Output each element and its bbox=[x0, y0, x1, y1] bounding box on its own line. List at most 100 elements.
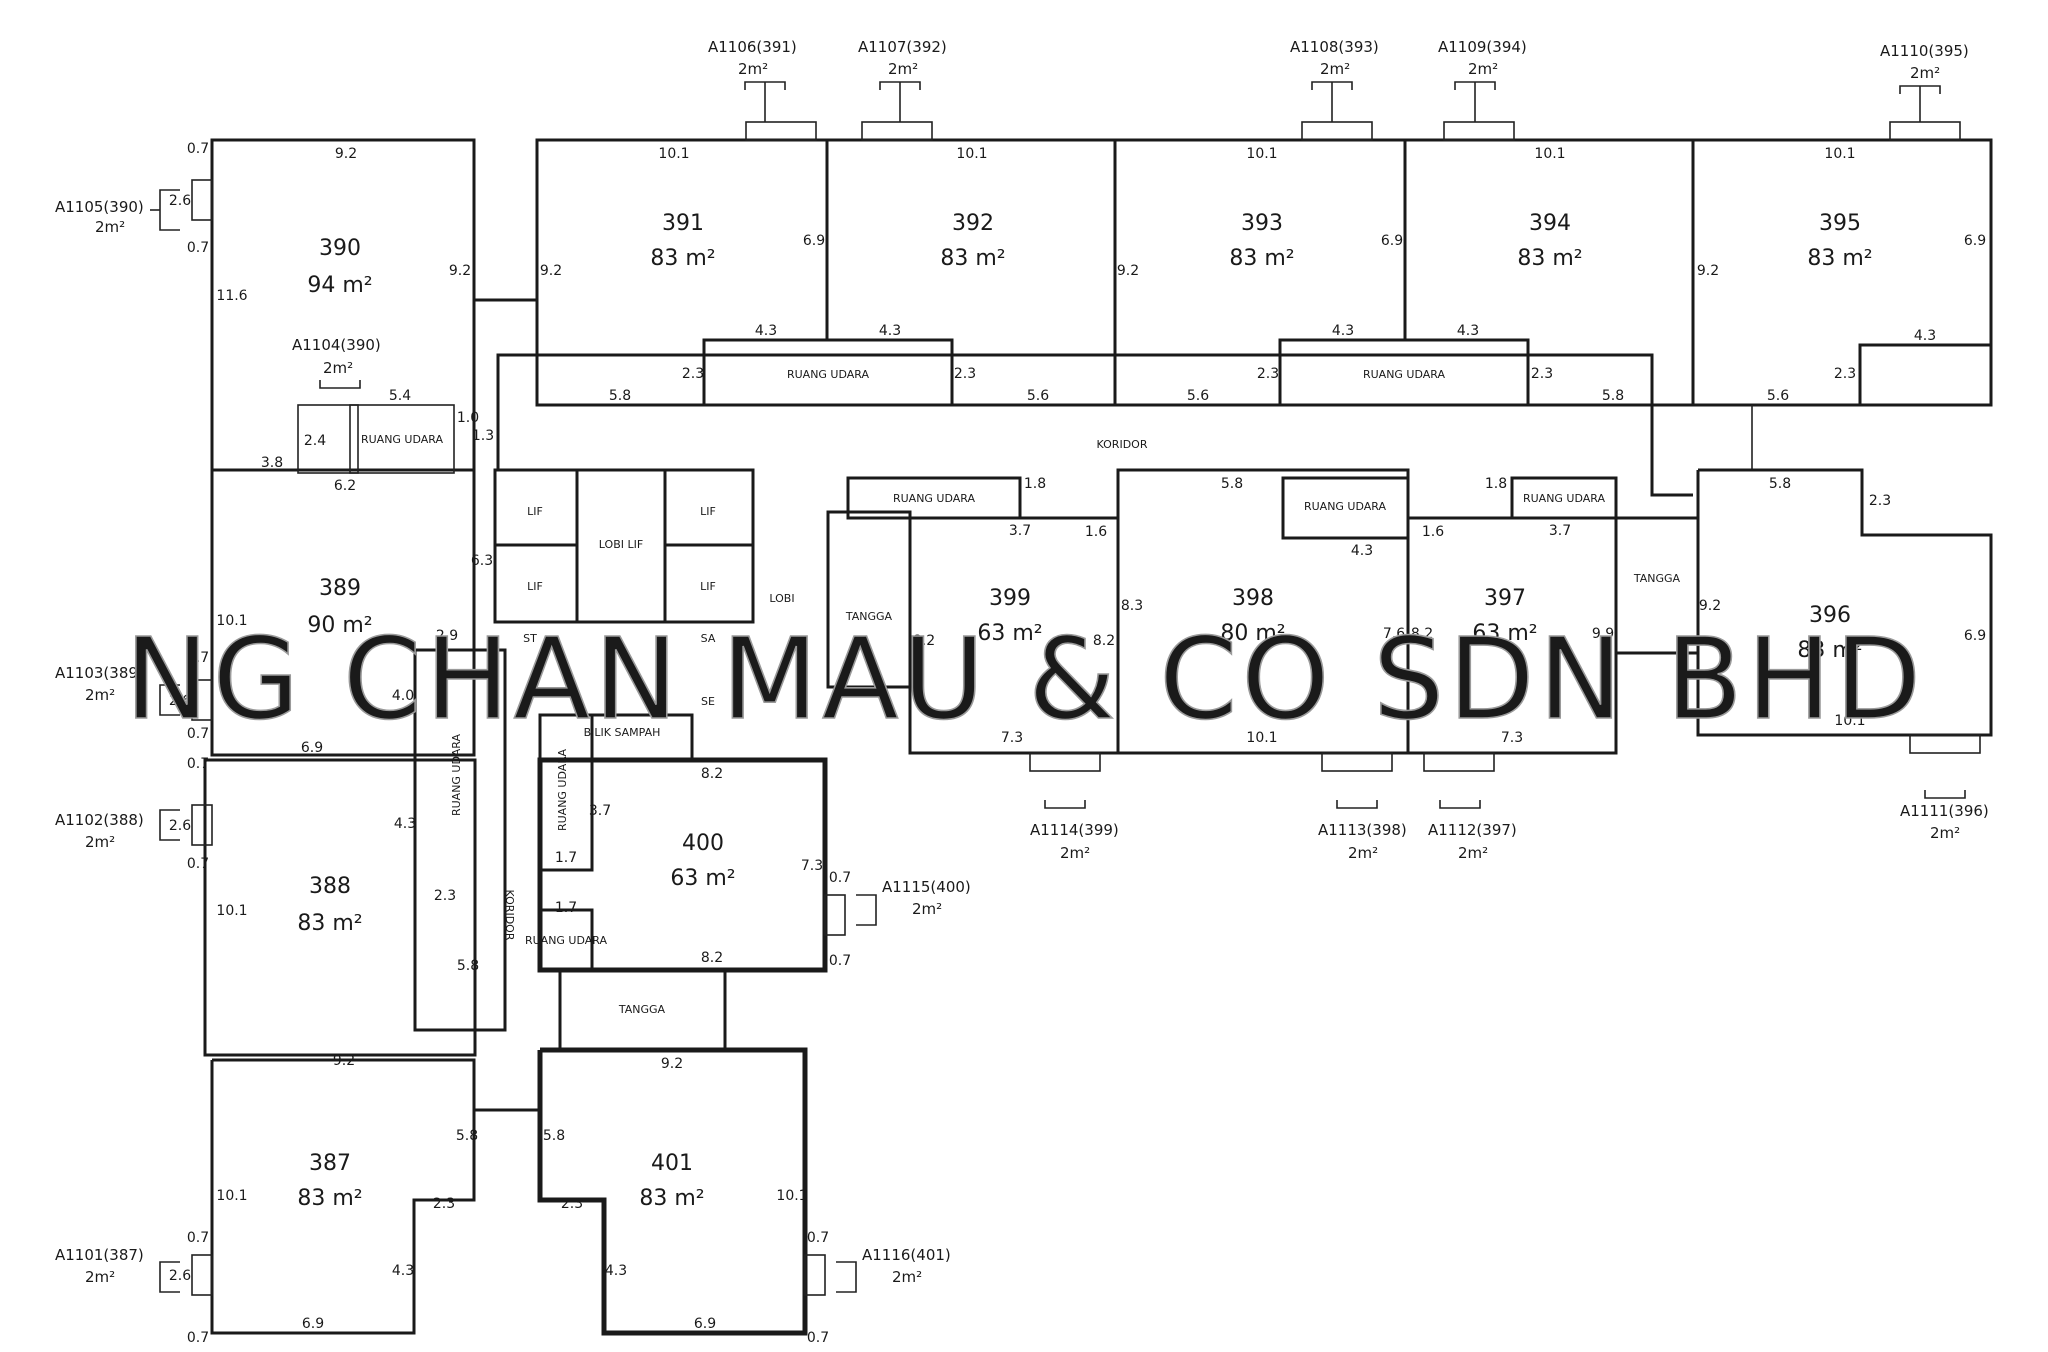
parcel-area: 2m² bbox=[323, 359, 353, 377]
dimension-label: 0.7 bbox=[187, 1330, 209, 1346]
room-labels: KORIDOR KORIDOR RUANG UDARA RUANG UDARA … bbox=[361, 368, 1681, 1016]
dimension-label: 6.9 bbox=[1964, 233, 1986, 249]
dimension-label: 6.9 bbox=[302, 1316, 324, 1332]
dimension-label: 0.7 bbox=[807, 1330, 829, 1346]
dimension-label: 10.1 bbox=[216, 613, 247, 629]
parcel-area: 2m² bbox=[1458, 844, 1488, 862]
unit-number: 387 bbox=[309, 1151, 351, 1176]
walls bbox=[203, 138, 1993, 1336]
ruang-udara-label: RUANG UDARA bbox=[1363, 368, 1446, 381]
unit-number: 397 bbox=[1484, 586, 1526, 611]
dimension-label: 10.1 bbox=[1834, 713, 1865, 729]
dimension-label: 5.8 bbox=[609, 388, 631, 404]
dimension-label: 2.3 bbox=[682, 366, 704, 382]
dimension-label: 2.4 bbox=[304, 433, 326, 449]
dimension-label: 4.3 bbox=[879, 323, 901, 339]
unit-area: 94 m² bbox=[307, 273, 372, 298]
parcel-area: 2m² bbox=[892, 1268, 922, 1286]
dimension-label: 10.1 bbox=[1246, 146, 1277, 162]
lif-label: LIF bbox=[700, 505, 716, 518]
unit-area: 83 m² bbox=[1517, 246, 1582, 271]
dimension-label: 1.8 bbox=[1024, 476, 1046, 492]
unit-number: 391 bbox=[662, 211, 704, 236]
ruang-udara-label: RUANG UDARA bbox=[450, 734, 463, 817]
unit-396-outline bbox=[1696, 468, 1993, 737]
dimension-label: 5.8 bbox=[1602, 388, 1624, 404]
unit-area: 63 m² bbox=[1472, 621, 1537, 646]
unit-390-outline bbox=[210, 138, 476, 472]
lif-label: LIF bbox=[527, 580, 543, 593]
dimension-label: 10.1 bbox=[956, 146, 987, 162]
parcel-area: 2m² bbox=[1910, 64, 1940, 82]
unit-number: 396 bbox=[1809, 603, 1851, 628]
dimension-label: 6.2 bbox=[334, 478, 356, 494]
dimension-label: 0.7 bbox=[187, 856, 209, 872]
parcel-area: 2m² bbox=[912, 900, 942, 918]
dimension-label: 4.3 bbox=[1457, 323, 1479, 339]
unit-389-outline bbox=[210, 468, 476, 757]
unit-387-outline bbox=[210, 1058, 476, 1335]
unit-area: 83 m² bbox=[650, 246, 715, 271]
unit-area: 83 m² bbox=[297, 911, 362, 936]
dimension-label: 2.3 bbox=[434, 888, 456, 904]
parcel-ref: A1113(398) bbox=[1318, 821, 1407, 839]
unit-area: 83 m² bbox=[940, 246, 1005, 271]
dimension-label: 5.6 bbox=[1027, 388, 1049, 404]
lif-label: LIF bbox=[700, 580, 716, 593]
parcel-area: 2m² bbox=[1348, 844, 1378, 862]
parcel-ref: A1101(387) bbox=[55, 1246, 144, 1264]
unit-number: 401 bbox=[651, 1151, 693, 1176]
parcel-ref: A1111(396) bbox=[1900, 802, 1989, 820]
dimension-label: 5.8 bbox=[457, 958, 479, 974]
dimension-label: 9.2 bbox=[1117, 263, 1139, 279]
unit-number: 399 bbox=[989, 586, 1031, 611]
dimension-label: 7.3 bbox=[1501, 730, 1523, 746]
dimension-label: 9.2 bbox=[449, 263, 471, 279]
parcel-ref: A1112(397) bbox=[1428, 821, 1517, 839]
parcel-area: 2m² bbox=[888, 60, 918, 78]
dimension-label: 2.3 bbox=[561, 1196, 583, 1212]
dimension-label: 1.7 bbox=[555, 900, 577, 916]
dimension-label: 4.3 bbox=[392, 1263, 414, 1279]
dimension-label: 5.8 bbox=[1221, 476, 1243, 492]
dimension-label: 0.7 bbox=[829, 953, 851, 969]
lobi-label: LOBI bbox=[769, 592, 794, 605]
dimension-label: 3.7 bbox=[1549, 523, 1571, 539]
dimension-label: 5.4 bbox=[389, 388, 411, 404]
unit-number: 400 bbox=[682, 831, 724, 856]
parcel-ref: A1115(400) bbox=[882, 878, 971, 896]
dimension-label: 9.2 bbox=[540, 263, 562, 279]
dimension-label: 8.2 bbox=[913, 633, 935, 649]
top-block-outline bbox=[535, 138, 1993, 407]
dimension-label: 2.3 bbox=[954, 366, 976, 382]
st-label: ST bbox=[523, 632, 537, 645]
parcel-area: 2m² bbox=[85, 833, 115, 851]
dimension-label: 0.7 bbox=[829, 870, 851, 886]
dimension-label: 8.2 bbox=[701, 766, 723, 782]
dimension-label: 4.3 bbox=[394, 816, 416, 832]
dimension-label: 9.2 bbox=[1697, 263, 1719, 279]
dimension-label: 10.1 bbox=[1246, 730, 1277, 746]
parcel-ref: A1110(395) bbox=[1880, 42, 1969, 60]
dimension-label: 10.1 bbox=[216, 1188, 247, 1204]
parcel-ref: A1105(390) bbox=[55, 198, 144, 216]
parcel-area: 2m² bbox=[738, 60, 768, 78]
dimension-label: 2.9 bbox=[436, 628, 458, 644]
dimension-label: 10.1 bbox=[776, 1188, 807, 1204]
dimension-label: 9.2 bbox=[661, 1056, 683, 1072]
dimension-label: 5.8 bbox=[543, 1128, 565, 1144]
bilik-sampah-label: BILIK SAMPAH bbox=[584, 726, 661, 739]
dimension-label: 4.3 bbox=[1332, 323, 1354, 339]
dimension-label: 1.0 bbox=[457, 410, 479, 426]
dimension-label: 0.7 bbox=[187, 756, 209, 772]
dimension-label: 0.7 bbox=[807, 1230, 829, 1246]
dimension-label: 6.9 bbox=[694, 1316, 716, 1332]
dimension-label: 1.8 bbox=[1485, 476, 1507, 492]
unit-area: 90 m² bbox=[307, 613, 372, 638]
unit-388-outline bbox=[203, 758, 477, 1057]
parcel-area: 2m² bbox=[1320, 60, 1350, 78]
dimension-label: 6.9 bbox=[1381, 233, 1403, 249]
ruang-udara-label: RUANG UDARA bbox=[787, 368, 870, 381]
dimension-label: 10.1 bbox=[1534, 146, 1565, 162]
